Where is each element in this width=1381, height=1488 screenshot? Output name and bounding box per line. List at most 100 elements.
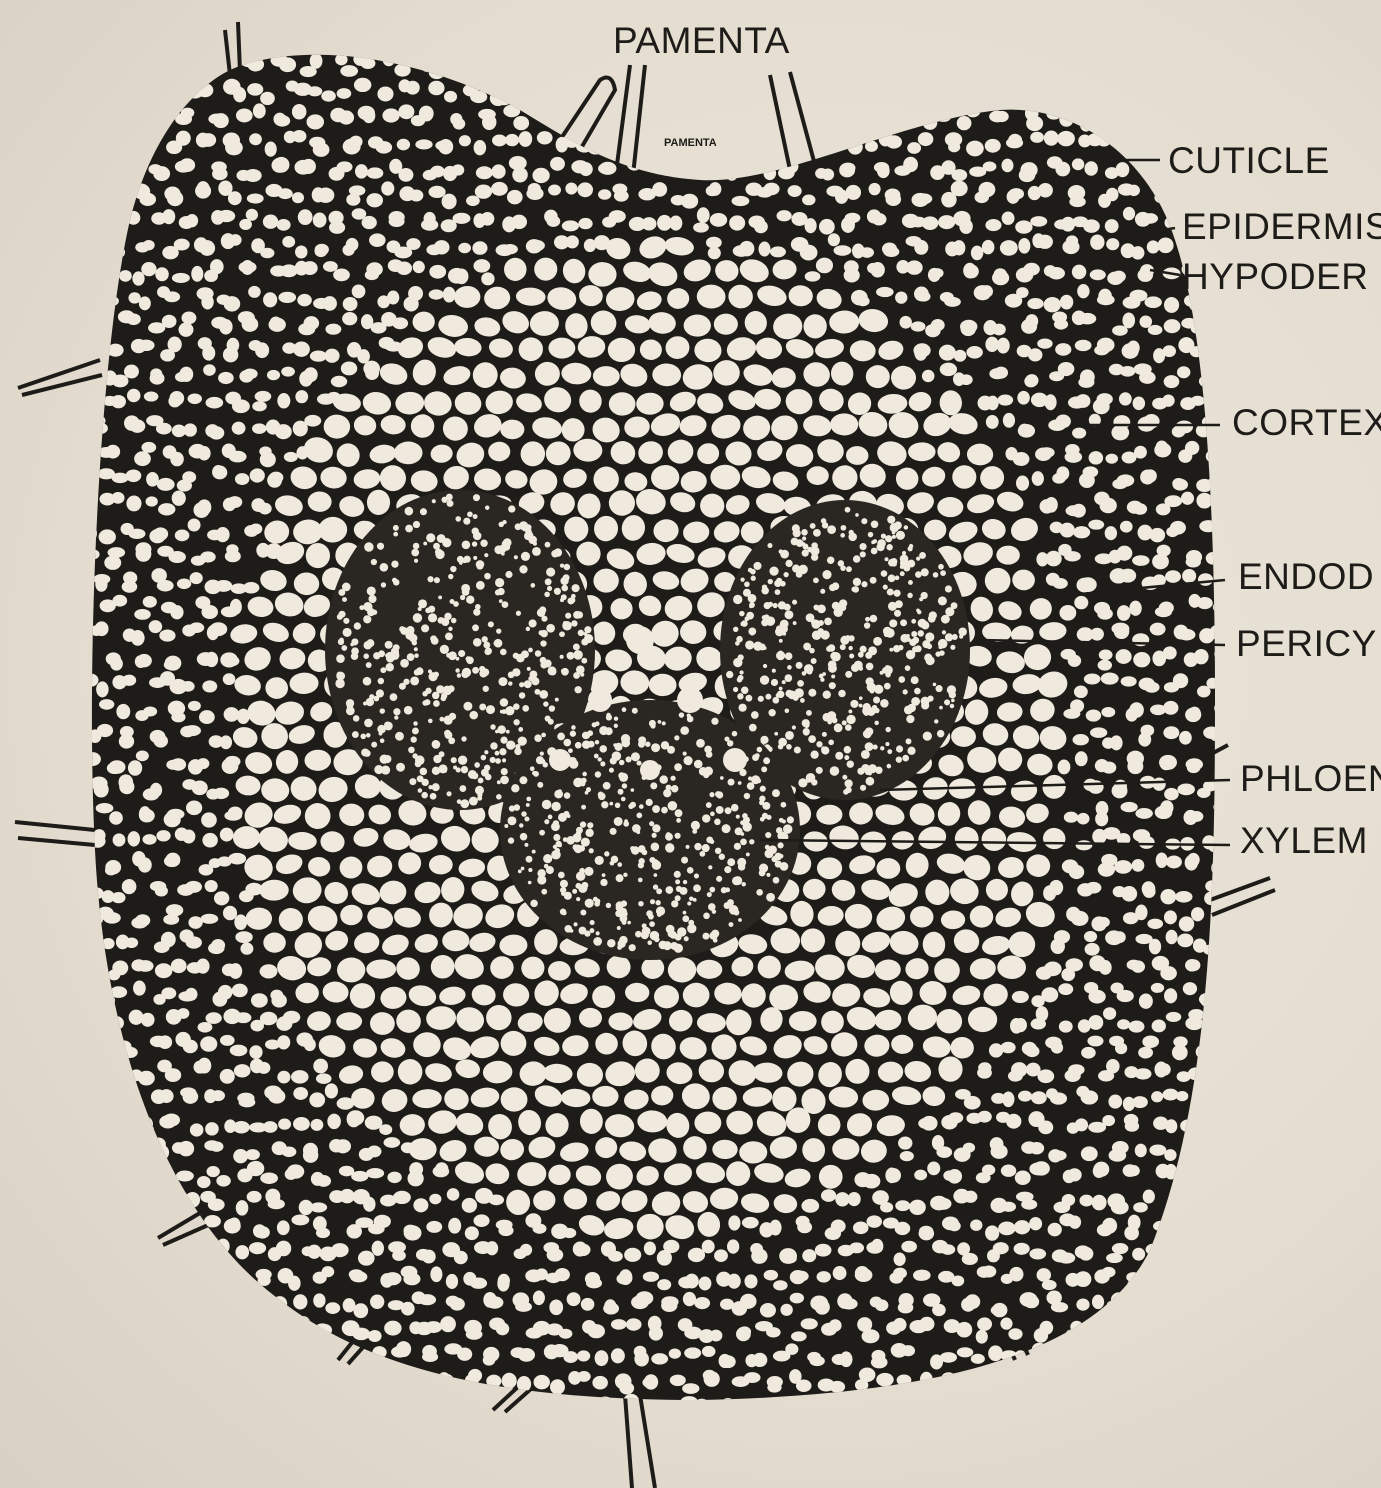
cell — [292, 130, 306, 143]
cell — [1129, 601, 1141, 616]
cell — [1121, 676, 1137, 686]
cell — [202, 680, 217, 692]
cell — [1144, 682, 1159, 693]
small-cell — [367, 608, 375, 616]
cell — [72, 813, 89, 827]
cell — [526, 38, 538, 53]
cell — [281, 367, 295, 377]
small-cell — [763, 664, 767, 668]
small-cell — [455, 516, 461, 522]
cell — [1196, 493, 1212, 509]
cell — [335, 1139, 351, 1153]
cell — [788, 185, 802, 197]
cell — [317, 188, 335, 203]
small-cell — [808, 735, 816, 743]
cell — [426, 1221, 442, 1233]
small-cell — [619, 760, 625, 766]
cell — [1059, 112, 1073, 127]
cell — [608, 1251, 623, 1262]
cell — [880, 1202, 893, 1212]
cell — [1117, 605, 1131, 621]
small-cell — [710, 812, 715, 817]
small-cell — [508, 505, 515, 512]
small-cell — [581, 805, 586, 810]
cell — [833, 1266, 847, 1280]
small-cell — [840, 533, 845, 538]
cell — [411, 34, 424, 50]
cell — [784, 111, 799, 121]
cell — [325, 1302, 340, 1314]
cell — [179, 367, 193, 382]
cell — [1080, 117, 1092, 132]
small-cell — [427, 576, 433, 582]
small-cell — [778, 738, 787, 747]
small-cell — [914, 688, 921, 695]
cell — [392, 317, 408, 329]
cell — [1020, 1292, 1038, 1307]
cell — [1105, 454, 1118, 464]
cell — [974, 285, 992, 300]
cell — [1197, 1147, 1215, 1157]
small-cell — [528, 868, 532, 872]
cell — [1164, 319, 1181, 333]
cell — [976, 1330, 988, 1344]
small-cell — [595, 856, 604, 865]
small-cell — [888, 559, 896, 567]
cell — [247, 193, 264, 203]
cell — [597, 1397, 612, 1407]
cell — [205, 1012, 221, 1024]
cell — [323, 261, 338, 272]
small-cell — [496, 628, 501, 633]
cell — [809, 1356, 824, 1366]
cell — [1166, 37, 1182, 51]
cell — [802, 194, 815, 205]
small-cell — [722, 824, 731, 833]
cell — [1110, 735, 1122, 750]
cell — [125, 938, 138, 949]
cell — [123, 167, 137, 177]
small-cell — [766, 873, 770, 877]
cell — [1089, 451, 1104, 464]
small-cell — [737, 858, 746, 867]
small-cell — [667, 746, 675, 754]
cell — [113, 1186, 127, 1201]
cell — [789, 37, 803, 48]
cell — [1090, 235, 1104, 250]
cell — [1214, 1371, 1231, 1387]
cell — [1188, 1319, 1204, 1334]
cell — [816, 258, 833, 274]
cell — [320, 1405, 337, 1420]
cell — [255, 1226, 270, 1238]
cell — [230, 599, 242, 615]
small-cell — [540, 630, 548, 638]
cell — [129, 1010, 144, 1025]
small-cell — [903, 564, 910, 571]
small-cell — [713, 938, 718, 943]
small-cell — [749, 604, 753, 608]
small-cell — [933, 683, 937, 687]
cell — [73, 190, 85, 204]
cell — [191, 1242, 208, 1256]
small-cell — [584, 634, 593, 643]
cell — [895, 291, 907, 303]
cell — [93, 1246, 110, 1262]
small-cell — [778, 651, 784, 657]
small-cell — [783, 824, 792, 833]
small-cell — [797, 680, 804, 687]
small-cell — [532, 850, 536, 854]
small-cell — [380, 708, 386, 714]
cell — [1160, 889, 1176, 904]
cell — [1036, 1006, 1049, 1022]
cell — [81, 189, 97, 204]
cell — [318, 1379, 333, 1392]
cell — [1018, 238, 1030, 254]
cell — [1090, 1395, 1103, 1410]
cell — [1128, 185, 1140, 196]
cell — [982, 1165, 995, 1176]
cell — [849, 1242, 864, 1253]
small-cell — [827, 720, 832, 725]
cell — [971, 1354, 985, 1364]
cell — [1211, 30, 1227, 41]
small-cell — [380, 563, 389, 572]
cell — [1000, 1318, 1012, 1330]
